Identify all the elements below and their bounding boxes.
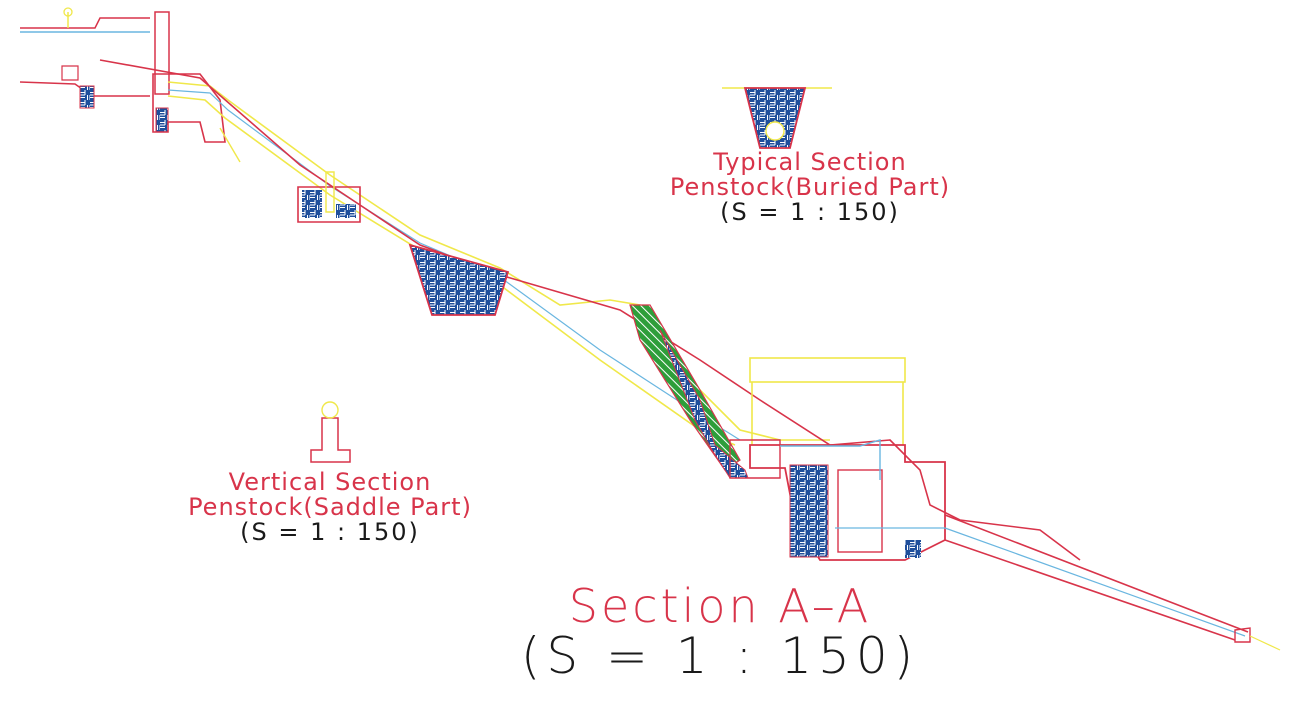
typical-section-scale: (S = 1 : 150) xyxy=(720,198,900,227)
typical-section-subtitle: Penstock(Buried Part) xyxy=(669,173,951,202)
vertical-section-subtitle: Penstock(Saddle Part) xyxy=(188,493,472,522)
saddle-pipe xyxy=(321,401,339,419)
tailrace-end xyxy=(1234,627,1251,643)
tailrace-water xyxy=(944,527,1246,637)
powerhouse xyxy=(729,357,946,561)
tailrace xyxy=(944,514,1281,651)
typical-section-buried xyxy=(722,87,832,149)
anchor-block-2-outline xyxy=(408,243,510,316)
ground-line xyxy=(99,59,1081,561)
headrace-hatch-step xyxy=(155,107,169,133)
anchor-block-2 xyxy=(408,243,510,316)
powerhouse-hatch-left xyxy=(789,464,829,558)
typical-section-title: Typical Section xyxy=(713,148,907,176)
penstock-water-line xyxy=(167,89,741,441)
powerhouse-foundation xyxy=(749,444,946,561)
powerhouse-roof xyxy=(749,357,906,383)
buried-pipe xyxy=(765,121,785,141)
main-section-scale: (S = 1 : 150) xyxy=(520,627,920,686)
vertical-section-scale: (S = 1 : 150) xyxy=(240,518,420,547)
headrace-box xyxy=(154,11,170,95)
tailrace-bottom xyxy=(944,539,1236,641)
ground-profile xyxy=(99,59,1081,561)
penstock-mid-line xyxy=(219,127,241,163)
headrace-channel-top xyxy=(20,17,150,29)
headrace-inner xyxy=(61,65,79,81)
main-section-title: Section A–A xyxy=(568,579,872,633)
headrace-hatch-left xyxy=(79,85,95,109)
trench-outline xyxy=(743,87,807,149)
vertical-section-saddle xyxy=(310,401,351,463)
turbine-pit xyxy=(837,469,883,553)
headrace-structure xyxy=(19,7,226,143)
vertical-section-label: Vertical Section Penstock(Saddle Part) (… xyxy=(160,468,500,547)
vertical-section-title: Vertical Section xyxy=(228,468,432,496)
tailrace-top xyxy=(944,514,1249,633)
saddle-base xyxy=(310,417,351,463)
typical-section-label: Typical Section Penstock(Buried Part) (S… xyxy=(640,148,980,227)
penstock-upper-edge xyxy=(167,81,830,441)
main-section-label: Section A–A (S = 1 : 150) xyxy=(460,582,980,683)
saddle-block-1 xyxy=(297,171,361,223)
